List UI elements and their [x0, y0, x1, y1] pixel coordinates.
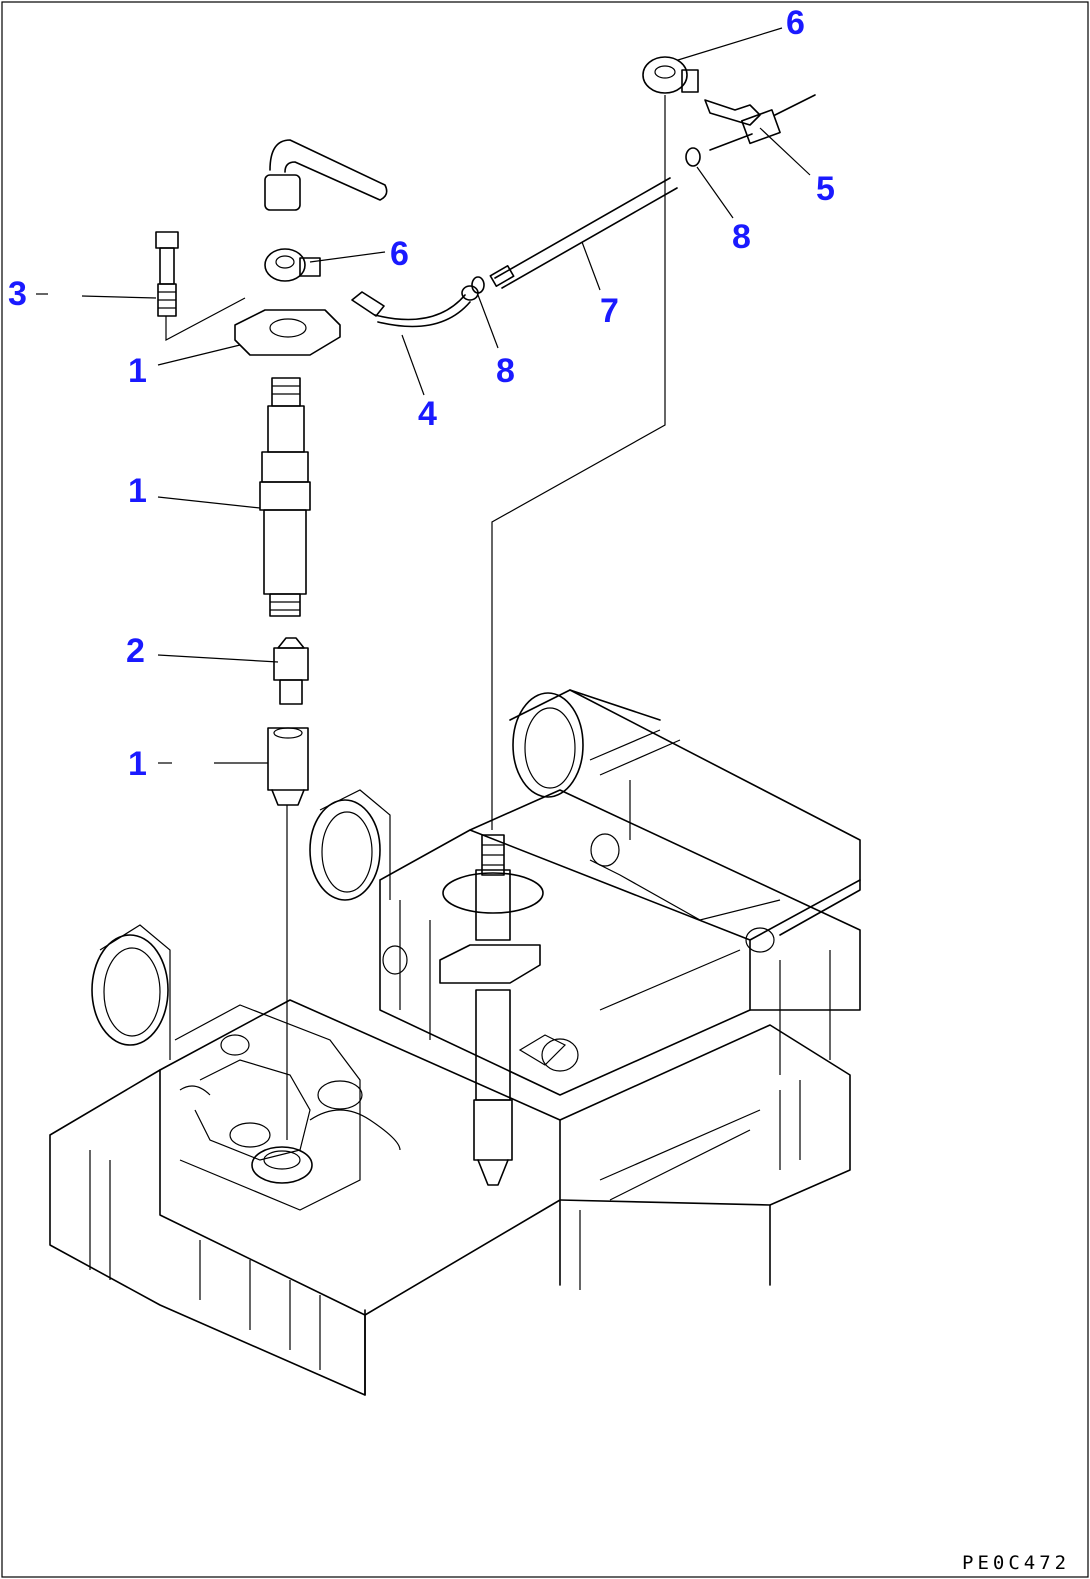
exploded-injector	[234, 139, 388, 1140]
installed-injector	[439, 834, 544, 1186]
callout-2: 2	[126, 632, 145, 670]
injector-nozzle	[273, 637, 309, 705]
leak-off-hose	[351, 285, 479, 328]
eyebolt-joint	[264, 248, 321, 282]
holder-bolt	[155, 231, 246, 341]
return-eyebolt	[642, 56, 699, 94]
callout-8-right: 8	[732, 218, 751, 256]
injector-holder-body	[259, 377, 311, 617]
callout-6-left: 6	[390, 235, 409, 273]
callout-1-holder: 1	[128, 472, 147, 510]
callout-3: 3	[8, 275, 27, 313]
nozzle-retaining-nut	[267, 727, 309, 806]
engine-cylinder-head	[49, 924, 851, 1396]
callout-4: 4	[418, 395, 437, 433]
callout-labels: 1 1 1 2 3 4 5 6 6 7 8 8	[8, 4, 835, 783]
callout-1-clamp: 1	[128, 352, 147, 390]
gasket-washer	[685, 147, 701, 167]
injector-holder-clamp	[234, 309, 341, 356]
callout-5: 5	[816, 170, 835, 208]
callout-1-nut: 1	[128, 745, 147, 783]
leak-off-pipe	[489, 177, 678, 289]
callout-6-top: 6	[786, 4, 805, 42]
engine-cylinder-head-far	[509, 689, 861, 936]
assembly-line	[491, 95, 666, 830]
gasket-washer	[471, 276, 485, 294]
drawing-code: PE0C472	[962, 1552, 1070, 1574]
callout-7: 7	[600, 292, 619, 330]
engine-cylinder-head-rear	[309, 789, 861, 1096]
leader-lines	[36, 27, 811, 764]
callout-8-left: 8	[496, 352, 515, 390]
return-banjo-fitting	[704, 94, 816, 151]
